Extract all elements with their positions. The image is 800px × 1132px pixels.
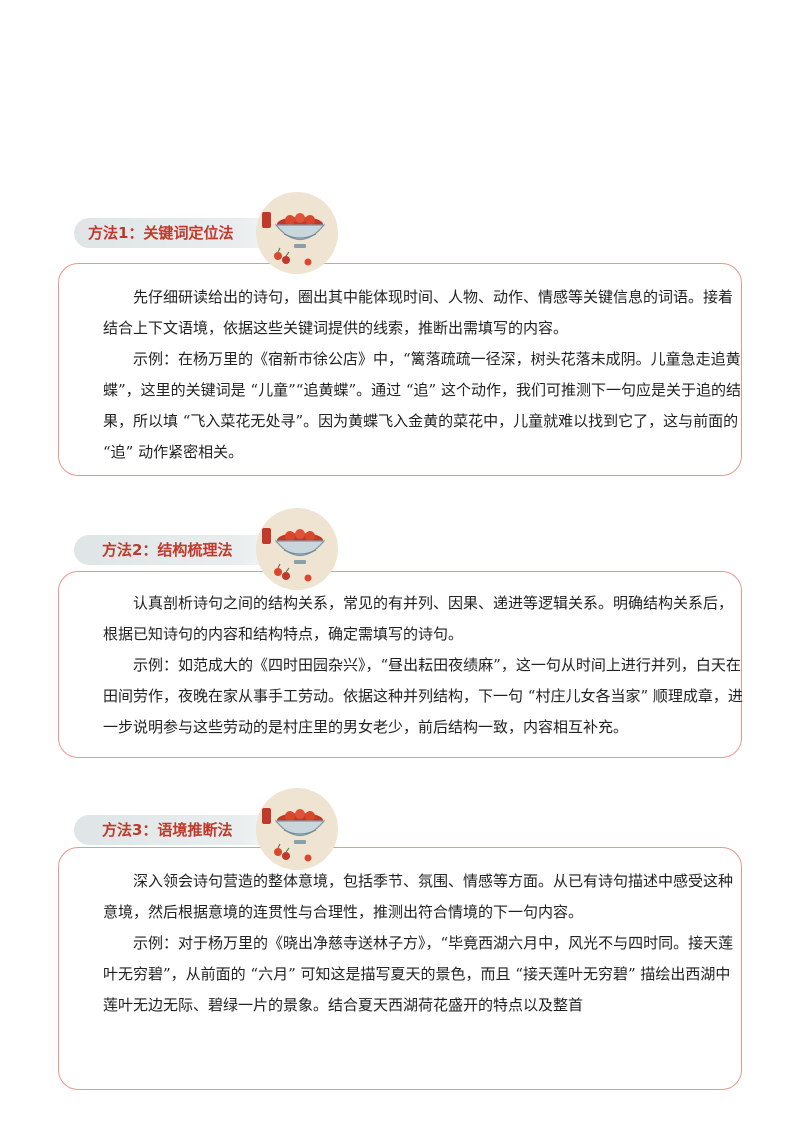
method-2-title: 方法2：结构梳理法 — [102, 541, 233, 559]
method-3-title: 方法3：语境推断法 — [102, 821, 233, 839]
method-1-tag: 方法1：关键词定位法 — [74, 218, 280, 248]
bowl-of-berries-icon — [256, 192, 338, 274]
bowl-of-berries-icon — [256, 788, 338, 870]
bowl-of-berries-icon — [256, 508, 338, 590]
method-2-paragraph-2: 示例：如范成大的《四时田园杂兴》，“昼出耘田夜绩麻”，这一句从时间上进行并列，白… — [103, 656, 743, 736]
method-1-box: 先仔细研读给出的诗句，圈出其中能体现时间、人物、动作、情感等关键信息的词语。接着… — [58, 263, 742, 476]
method-1-title: 方法1：关键词定位法 — [88, 224, 234, 242]
method-2-paragraph-1: 认真剖析诗句之间的结构关系，常见的有并列、因果、递进等逻辑关系。明确结构关系后，… — [103, 594, 734, 643]
method-3-box: 深入领会诗句营造的整体意境，包括季节、氛围、情感等方面。从已有诗句描述中感受这种… — [58, 847, 742, 1090]
method-3-paragraph-1: 深入领会诗句营造的整体意境，包括季节、氛围、情感等方面。从已有诗句描述中感受这种… — [103, 872, 734, 921]
method-1-paragraph-1: 先仔细研读给出的诗句，圈出其中能体现时间、人物、动作、情感等关键信息的词语。接着… — [103, 288, 734, 337]
method-3-paragraph-2: 示例：对于杨万里的《晓出净慈寺送林子方》，“毕竟西湖六月中，风光不与四时同。接天… — [103, 934, 734, 1014]
method-1-paragraph-2: 示例：在杨万里的《宿新市徐公店》中，“篱落疏疏一径深，树头花落未成阴。儿童急走追… — [103, 350, 741, 461]
method-2-tag: 方法2：结构梳理法 — [74, 535, 280, 565]
method-2-box: 认真剖析诗句之间的结构关系，常见的有并列、因果、递进等逻辑关系。明确结构关系后，… — [58, 571, 743, 758]
method-3-tag: 方法3：语境推断法 — [74, 815, 280, 845]
